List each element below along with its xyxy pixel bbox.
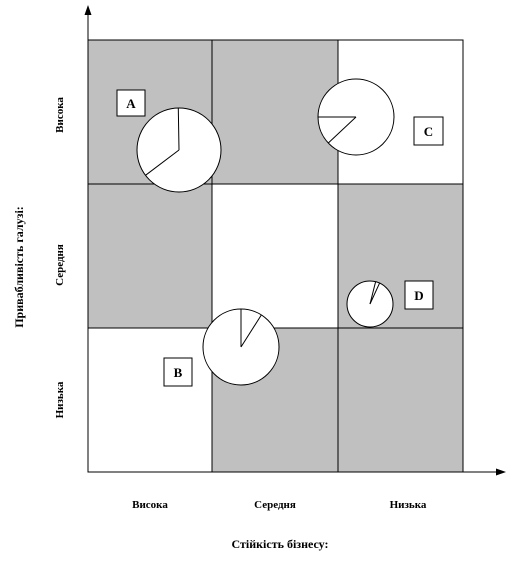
label-d: D [414, 288, 423, 303]
x-label-mid: Середня [254, 499, 296, 511]
cell-high-attr-mid-strength [211, 39, 339, 185]
x-axis-title: Стійкість бізнесу: [231, 537, 328, 551]
bubble-d [346, 280, 394, 328]
x-label-low: Низька [390, 499, 427, 511]
label-a: A [126, 96, 136, 111]
cell-mid-attr-high-strength [87, 183, 213, 329]
y-axis-title: Привабливість галузі: [12, 206, 26, 328]
bubble-c [317, 78, 395, 156]
bubbles [136, 78, 395, 386]
bubble-b-line-2 [240, 314, 262, 348]
axes [84, 5, 506, 476]
bubble-c-line-2 [327, 116, 357, 144]
cell-low-attr-low-strength [337, 327, 464, 473]
x-label-high: Висока [132, 499, 168, 511]
x-axis-arrowhead [496, 468, 506, 476]
bubble-a-line-1 [145, 149, 180, 176]
y-label-mid: Середня [54, 244, 66, 286]
bubble-d-line-2 [369, 282, 381, 305]
y-label-high: Висока [54, 97, 66, 133]
label-b: B [174, 365, 183, 380]
cell-mid-attr-mid-strength [211, 183, 339, 329]
label-box-b [163, 357, 193, 387]
bubble-d-line-1 [369, 281, 377, 305]
label-box-d [404, 280, 434, 310]
label-box-a [116, 89, 146, 117]
bubble-a [136, 107, 222, 193]
y-tick-labels: Висока Середня Низька [54, 97, 66, 419]
label-c: C [424, 124, 433, 139]
y-label-low: Низька [54, 381, 66, 418]
bubble-labels: A B C D [116, 89, 444, 387]
cell-low-attr-high-strength [87, 327, 213, 473]
y-axis-arrowhead [84, 5, 92, 15]
label-box-c [413, 116, 444, 146]
x-tick-labels: Висока Середня Низька [132, 499, 427, 511]
bubble-b [202, 308, 280, 386]
bubble-a-line-2 [177, 107, 180, 151]
